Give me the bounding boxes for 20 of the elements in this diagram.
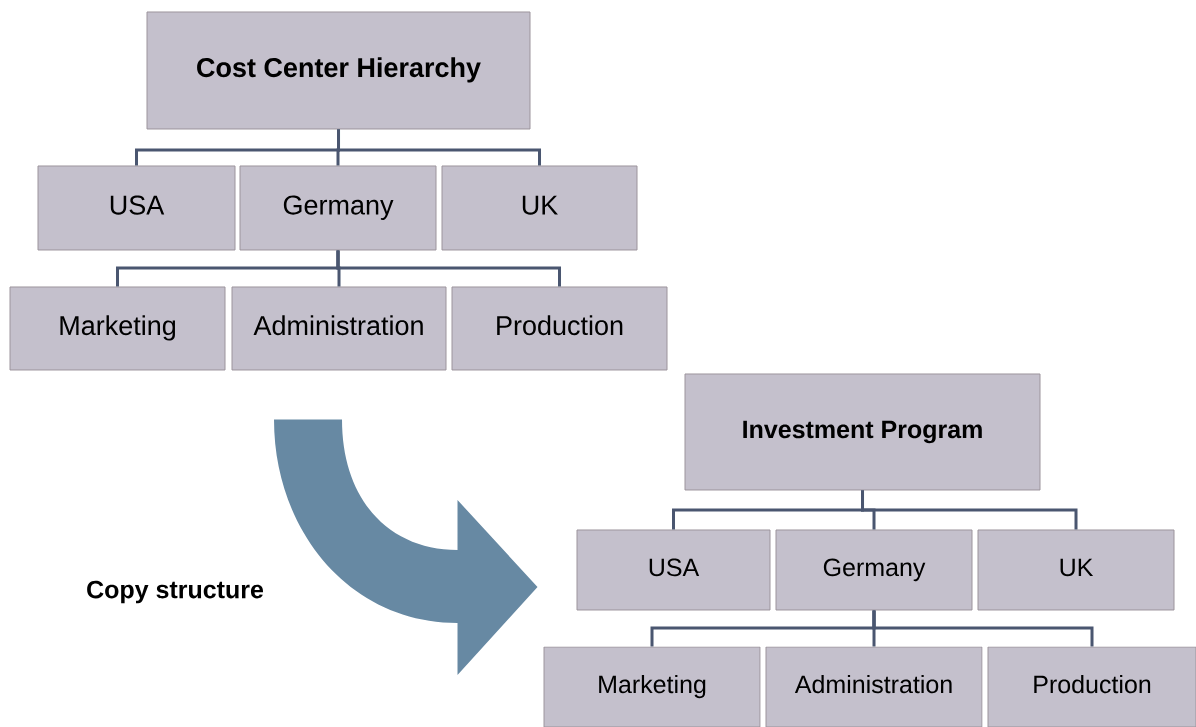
connector-line [861,490,1078,530]
org-box: USA [37,165,236,251]
curved-arrow [274,419,538,675]
connector-line [872,610,1094,647]
org-box: Marketing [9,286,226,371]
org-box: Administration [765,646,983,727]
org-box: Administration [231,286,447,371]
connector-line [337,129,541,166]
org-box: UK [441,165,638,251]
heading-box: Cost Center Hierarchy [146,11,531,130]
connector-line [336,250,561,287]
org-box: Production [451,286,668,371]
org-box: Germany [239,165,437,251]
org-box: Production [987,646,1196,727]
org-box: Marketing [543,646,761,727]
org-box: Germany [775,529,973,611]
org-box: USA [576,529,771,611]
note-text: Copy structure [87,580,264,604]
org-box: UK [977,529,1175,611]
heading-box: Investment Program [684,373,1041,491]
